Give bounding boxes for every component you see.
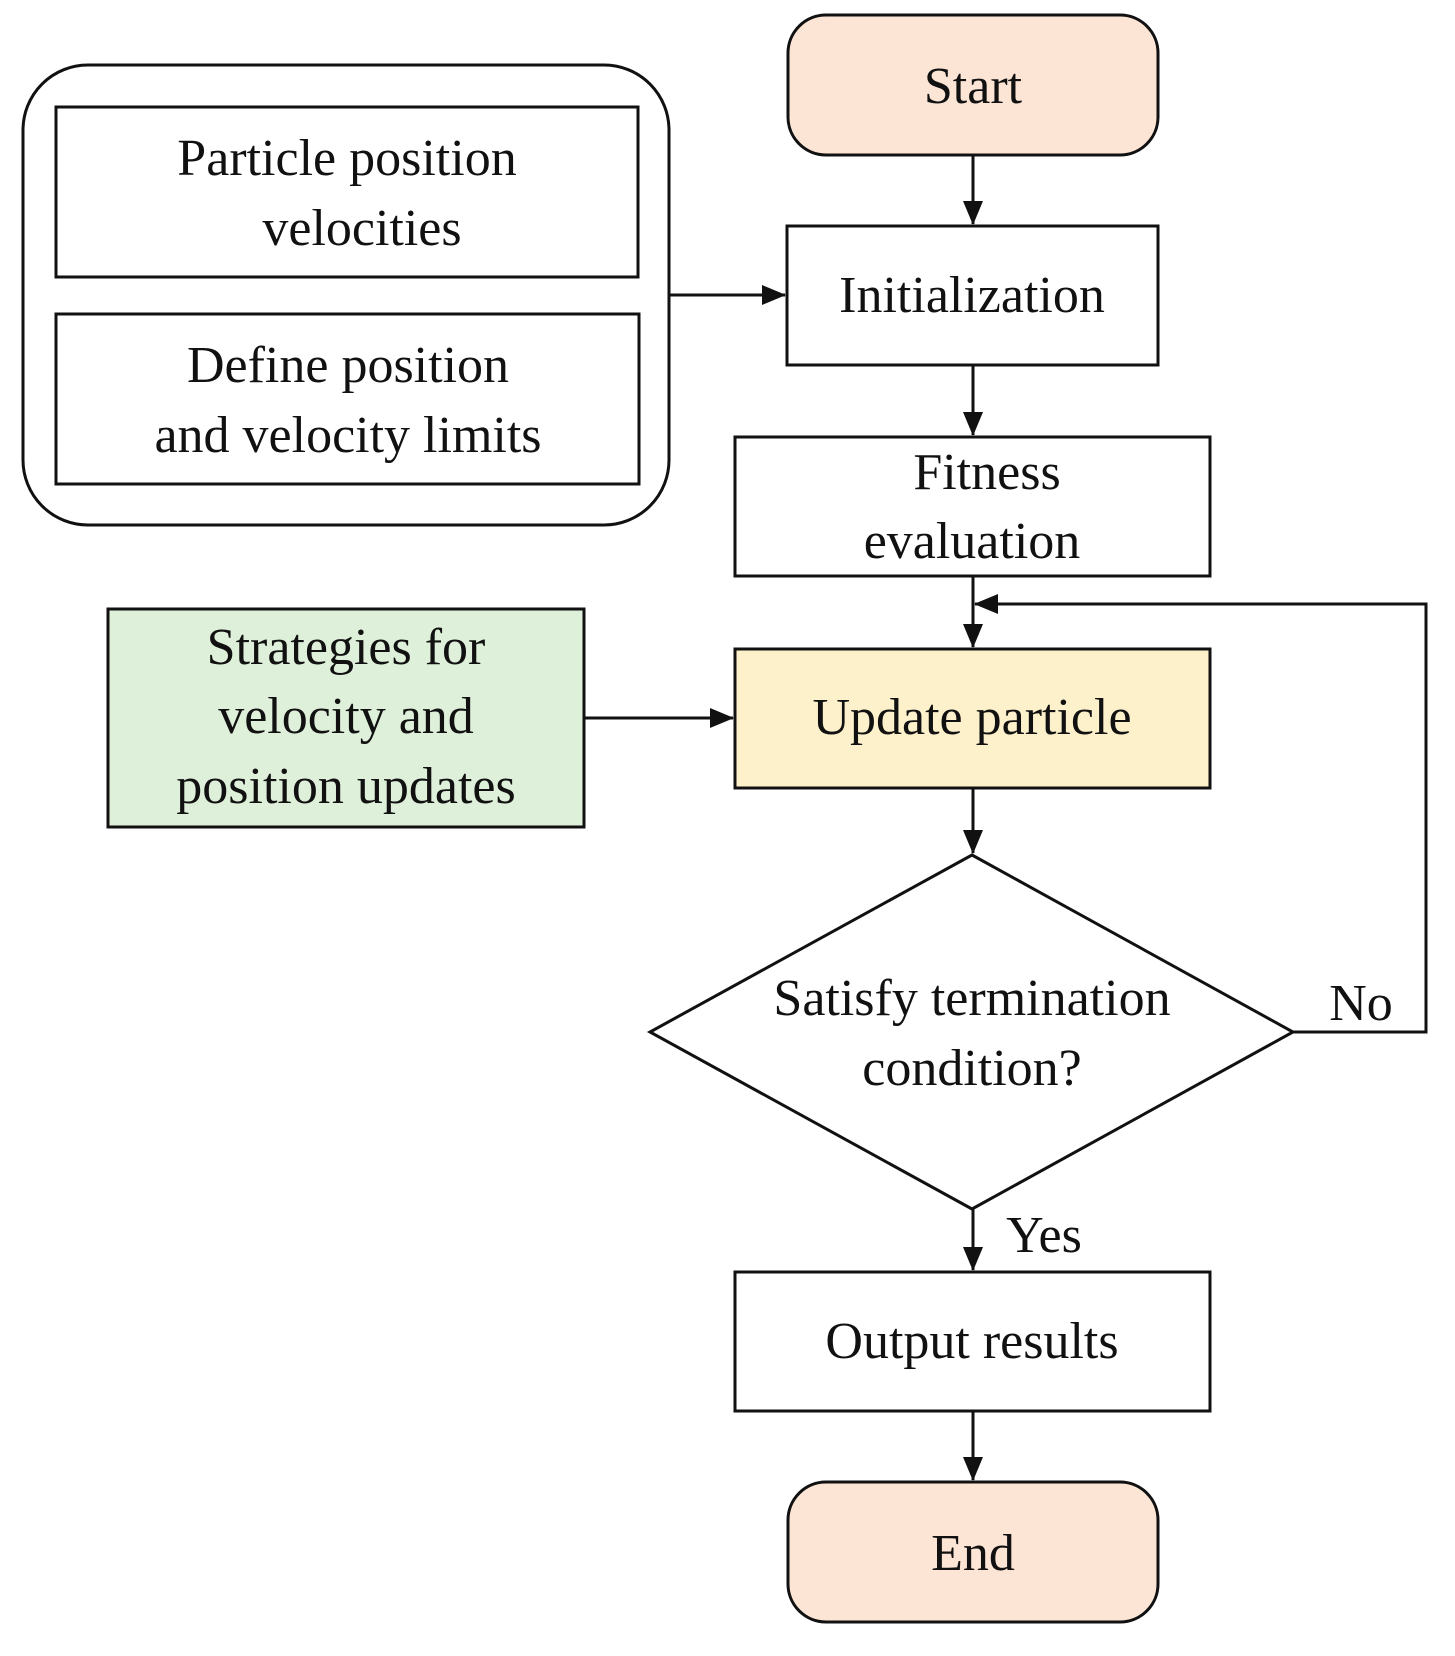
decision-line1: Satisfy termination	[773, 970, 1170, 1027]
output-results-node: Output results	[733, 1270, 1212, 1413]
fitness-line2: evaluation	[864, 513, 1081, 570]
limits-line2: and velocity limits	[154, 407, 541, 464]
update-particle-label: Update particle	[812, 689, 1131, 746]
strategies-line2: velocity and	[218, 688, 474, 745]
update-particle-node: Update particle	[733, 647, 1212, 790]
edge-label-no: No	[1329, 975, 1393, 1032]
particle-position-line1: Particle position	[177, 130, 516, 187]
decision-node: Satisfy termination condition?	[646, 853, 1297, 1211]
end-label: End	[931, 1525, 1015, 1582]
decision-line2: condition?	[862, 1040, 1082, 1097]
start-label: Start	[924, 58, 1023, 115]
start-node: Start	[786, 13, 1160, 157]
limits-shape	[54, 312, 641, 486]
fitness-line1: Fitness	[913, 444, 1060, 501]
particle-position-line2: velocities	[262, 200, 461, 257]
strategies-node: Strategies for velocity and position upd…	[106, 607, 586, 829]
strategies-line3: position updates	[176, 758, 515, 815]
particle-position-shape	[54, 105, 640, 279]
decision-shape	[646, 853, 1297, 1211]
output-results-shape	[733, 1270, 1212, 1413]
fitness-node: Fitness evaluation	[733, 435, 1212, 578]
output-results-label: Output results	[825, 1313, 1118, 1370]
initialization-node: Initialization	[785, 224, 1160, 367]
arrow-no-loop	[974, 594, 1428, 1034]
initialization-inputs-group: Particle position velocities Define posi…	[21, 63, 671, 527]
connectors	[584, 155, 1428, 1481]
limits-box: Define position and velocity limits	[54, 312, 641, 486]
edge-label-yes: Yes	[1006, 1207, 1082, 1264]
strategies-shape	[106, 607, 586, 829]
particle-position-box: Particle position velocities	[54, 105, 640, 279]
strategies-line1: Strategies for	[207, 619, 486, 676]
end-node: End	[786, 1480, 1160, 1624]
limits-line1: Define position	[187, 337, 509, 394]
end-shape	[786, 1480, 1160, 1624]
initialization-label: Initialization	[839, 267, 1105, 324]
initialization-shape	[785, 224, 1160, 367]
